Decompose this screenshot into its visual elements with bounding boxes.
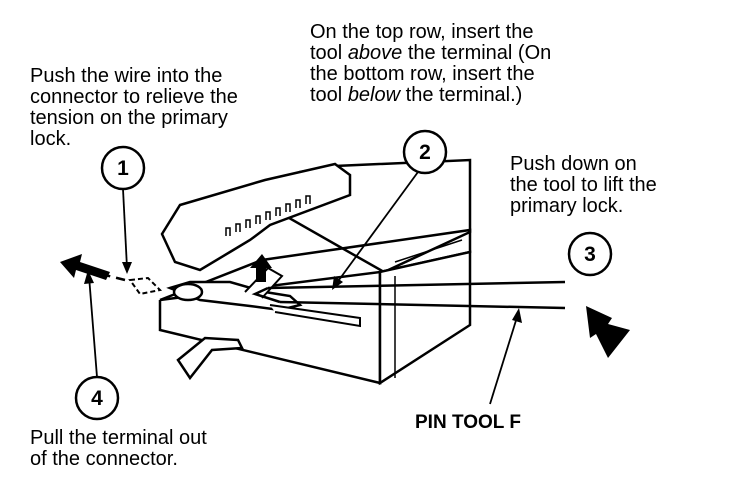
pull-arrow-icon (60, 254, 110, 280)
callout-number-2: 2 (419, 141, 431, 164)
callout-number-4: 4 (91, 387, 103, 410)
leader-arrow-1 (122, 262, 132, 274)
step-2-emphasis-below: below (347, 84, 401, 106)
connector-side-face (378, 250, 472, 386)
callout-circle-2 (402, 129, 448, 175)
lid-teeth (225, 195, 311, 236)
step-2-emphasis-above: above (347, 42, 403, 64)
callout-number-3: 3 (584, 243, 596, 266)
step-4-text: Pull the terminal out of the connector. (30, 427, 207, 470)
pin-tool-shaft-bottom (279, 300, 566, 310)
wire-stub (128, 276, 163, 296)
leader-line-2 (335, 171, 419, 285)
callout-number-1: 1 (117, 157, 129, 180)
step-3-text: Push down on the tool to lift the primar… (510, 153, 657, 217)
pin-tool-label: PIN TOOL F (415, 412, 521, 433)
step-1-text: Push the wire into the connector to reli… (30, 65, 238, 150)
step-2-text: On the top row, insert the tool above th… (310, 22, 551, 106)
lift-arrow-icon (250, 254, 272, 282)
step-2-text-part: On the top row, insert the tool (310, 21, 534, 64)
terminal-blade (269, 304, 361, 328)
leader-line-1 (122, 188, 128, 269)
pin-tool-tip (251, 286, 281, 304)
callout-circle-3 (567, 231, 613, 277)
leader-arrow-2 (332, 276, 343, 290)
connector-bottom-latch (176, 336, 244, 381)
leader-line-4 (88, 275, 98, 378)
leader-line-tool (489, 313, 519, 405)
step-2-text-part: the terminal (On the bottom row, insert … (310, 42, 552, 106)
push-down-arrow-icon (586, 306, 630, 358)
leader-arrow-tool (512, 308, 522, 323)
terminal-crimp (172, 282, 204, 302)
step-2-text-part: the terminal.) (400, 84, 523, 106)
leader-arrow-4 (84, 270, 94, 284)
pin-tool-shaft-top (267, 280, 566, 290)
